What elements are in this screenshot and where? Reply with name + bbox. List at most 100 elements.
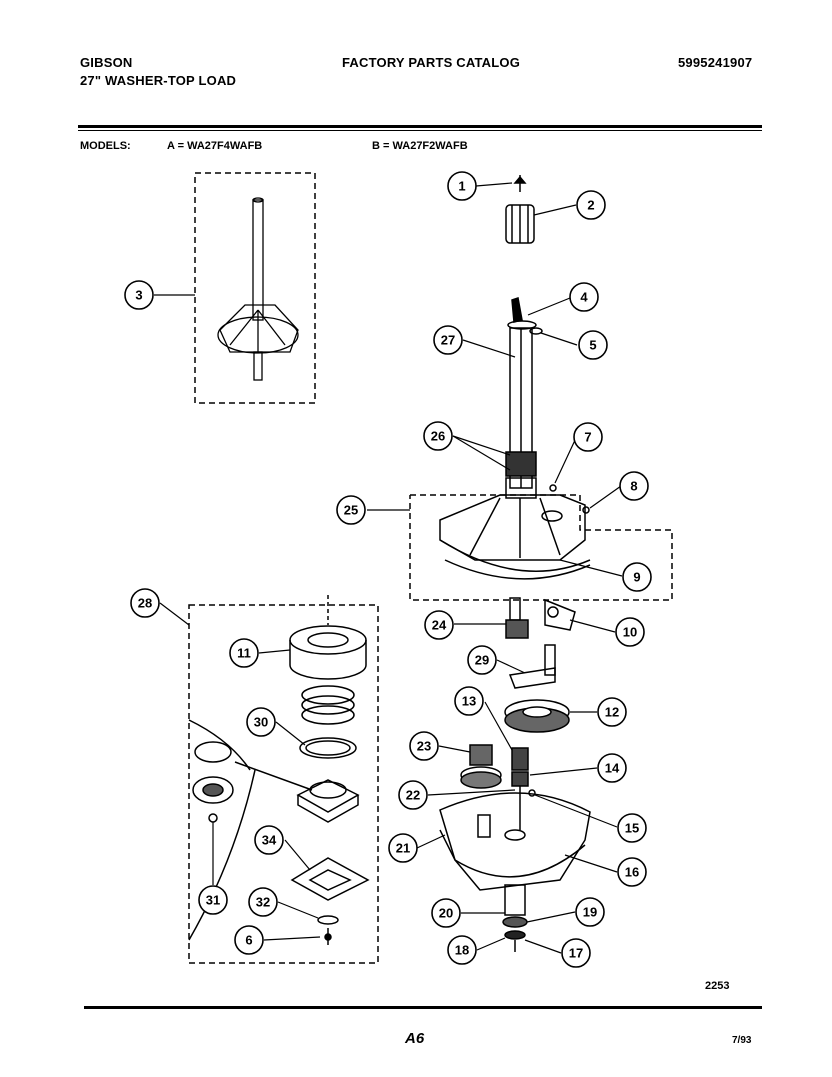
callout-circle (575, 897, 605, 927)
header-divider (78, 125, 762, 128)
agitator-cap-part (505, 204, 535, 244)
callout-circle (578, 330, 608, 360)
callout-label: 16 (625, 865, 639, 880)
callout-11: 11 (229, 638, 259, 668)
spline-shaft-part (511, 747, 536, 830)
transmission-assembly-part (217, 197, 299, 381)
callout-5: 5 (578, 330, 608, 360)
callout-circle (622, 562, 652, 592)
callout-circle (615, 617, 645, 647)
callout-circle (467, 645, 497, 675)
callout-19: 19 (575, 897, 605, 927)
callout-circle (617, 857, 647, 887)
callout-circle (398, 780, 428, 810)
callout-circle (433, 325, 463, 355)
pinion-gear-part (505, 597, 529, 639)
callout-32: 32 (248, 887, 278, 917)
callout-label: 11 (237, 646, 251, 661)
callout-3: 3 (124, 280, 154, 310)
callout-circle (254, 825, 284, 855)
callout-label: 25 (344, 503, 358, 518)
callout-label: 18 (455, 943, 469, 958)
inset-arc (188, 719, 251, 771)
callout-8: 8 (619, 471, 649, 501)
callout-circle (617, 813, 647, 843)
callout-circle (423, 421, 453, 451)
callout-label: 5 (589, 338, 596, 353)
callout-circle (576, 190, 606, 220)
footer-divider (84, 1006, 762, 1009)
callout-label: 4 (580, 290, 588, 305)
callout-label: 13 (462, 694, 476, 709)
callout-4: 4 (569, 282, 599, 312)
callout-circle (447, 171, 477, 201)
callout-label: 34 (262, 833, 277, 848)
callout-circle (130, 588, 160, 618)
callout-label: 20 (439, 906, 453, 921)
inset-arc-2 (188, 769, 256, 941)
callout-circle (431, 898, 461, 928)
callout-18: 18 (447, 935, 477, 965)
figure-number: 2253 (705, 980, 730, 992)
callout-circle (424, 610, 454, 640)
callout-label: 17 (569, 946, 583, 961)
callout-circle (597, 697, 627, 727)
callout-label: 2 (587, 198, 594, 213)
callout-label: 32 (256, 895, 270, 910)
callout-24: 24 (424, 610, 454, 640)
models-label: MODELS: (80, 140, 131, 152)
callout-label: 29 (475, 653, 489, 668)
pinion-gear-assembly-part (460, 744, 502, 789)
model-b: B = WA27F2WAFB (372, 140, 468, 152)
callout-label: 12 (605, 705, 619, 720)
callout-circle (246, 707, 276, 737)
callout-circle (229, 638, 259, 668)
page-number: A6 (405, 1030, 425, 1047)
callout-label: 8 (630, 479, 637, 494)
callout-circle (561, 938, 591, 968)
screw-part (513, 175, 527, 192)
o-ring-part (299, 737, 357, 759)
leader-lines (154, 182, 623, 954)
callout-6: 6 (234, 925, 264, 955)
drive-gear-part (504, 699, 570, 733)
callout-circle (619, 471, 649, 501)
callout-circle (447, 935, 477, 965)
callout-label: 24 (432, 618, 447, 633)
callout-label: 27 (441, 333, 455, 348)
callout-14: 14 (597, 753, 627, 783)
callout-circle (124, 280, 154, 310)
retaining-ring-part (194, 741, 232, 763)
callout-label: 19 (583, 905, 597, 920)
callout-29: 29 (467, 645, 497, 675)
callout-9: 9 (622, 562, 652, 592)
header-divider-thin (78, 130, 762, 131)
gearcase-part (439, 792, 591, 916)
callout-label: 7 (584, 430, 591, 445)
callout-circle (597, 753, 627, 783)
shift-lever-part (508, 644, 556, 689)
callout-label: 30 (254, 715, 268, 730)
callout-20: 20 (431, 898, 461, 928)
callout-circle (454, 686, 484, 716)
callout-circle (569, 282, 599, 312)
callout-27: 27 (433, 325, 463, 355)
callout-15: 15 (617, 813, 647, 843)
callout-28: 28 (130, 588, 160, 618)
seal-seat-part (296, 779, 360, 823)
product-subtitle: 27" WASHER-TOP LOAD (80, 73, 237, 88)
callout-label: 10 (623, 625, 637, 640)
brand-name: GIBSON (80, 55, 133, 70)
callout-circle (388, 833, 418, 863)
callout-label: 26 (431, 429, 445, 444)
callout-10: 10 (615, 617, 645, 647)
callout-21: 21 (388, 833, 418, 863)
callout-circle (234, 925, 264, 955)
agitator-shaft-part (505, 297, 543, 499)
callout-circle (198, 885, 228, 915)
shift-fork-part (544, 598, 576, 631)
callout-circle (409, 731, 439, 761)
assembly-25-box (409, 494, 673, 601)
